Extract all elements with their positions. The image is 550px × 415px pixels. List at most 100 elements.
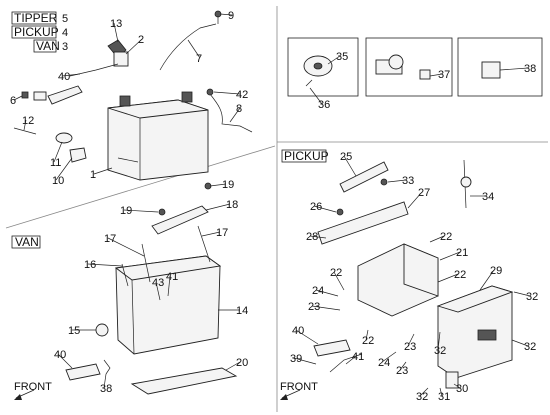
callout-31: 31: [438, 391, 450, 403]
van-label-box: [11, 235, 41, 249]
callout-16: 16: [84, 259, 96, 271]
battery: [107, 91, 209, 181]
bracket-27: [317, 201, 409, 245]
bracket-10: [69, 147, 87, 163]
callout-19-right: 19: [222, 179, 234, 191]
variant-legend: TIPPER PICKUP VAN 5 4 3: [11, 11, 68, 53]
callout-25: 25: [340, 151, 352, 163]
callout-37-leader: [429, 73, 443, 77]
callout-30-leader: [453, 383, 461, 389]
bracket-30: [445, 371, 459, 389]
callout-19-left: 19: [120, 205, 132, 217]
callout-32-d: 32: [416, 391, 428, 403]
callout-38-top: 38: [524, 63, 536, 75]
callout-30: 30: [456, 383, 468, 395]
callout-42-leader: [213, 91, 241, 95]
callout-7: 7: [196, 53, 202, 65]
callout-32-b-leader: [437, 331, 441, 351]
callout-37: 37: [438, 69, 450, 81]
callout-22-a: 22: [440, 231, 452, 243]
mat-20: [130, 367, 238, 395]
terminal-42: [206, 88, 214, 96]
rod-17-left: [141, 243, 151, 283]
callout-43: 43: [152, 277, 164, 289]
bolt-12: [13, 127, 37, 135]
callout-38-van-leader: [103, 373, 107, 389]
callout-8-leader: [229, 107, 241, 123]
callout-17-left-leader: [107, 237, 145, 257]
callout-24-a: 24: [312, 285, 324, 297]
callout-1: 1: [90, 169, 96, 181]
callout-11-leader: [53, 141, 63, 163]
callout-7-leader: [187, 39, 201, 59]
callout-40-van-leader: [57, 353, 73, 369]
section-pickup-label: PICKUP: [284, 149, 329, 163]
rod-17-right: [197, 225, 211, 263]
variant-van: VAN: [36, 39, 60, 53]
callout-10-leader: [55, 157, 73, 181]
callout-36-leader: [309, 87, 323, 105]
callout-14: 14: [236, 305, 248, 317]
callout-11: 11: [50, 157, 61, 169]
callout-19-left-leader: [123, 209, 159, 213]
callout-24-b: 24: [378, 357, 390, 369]
callout-24-a-leader: [315, 289, 339, 297]
nut-19a: [158, 208, 166, 216]
callout-32-a: 32: [526, 291, 538, 303]
variant-van-number: 3: [62, 41, 68, 53]
callout-41-van: 41: [166, 271, 178, 283]
callout-29-leader: [479, 269, 495, 291]
front-label-van: FRONT: [14, 381, 52, 393]
callout-15: 15: [68, 325, 80, 337]
washer-11: [55, 132, 73, 144]
variant-tipper: TIPPER: [14, 11, 58, 25]
callout-23-b-leader: [399, 361, 407, 371]
callout-26: 26: [310, 201, 322, 213]
callout-43-leader: [155, 281, 161, 301]
callout-31-leader: [439, 387, 443, 397]
callout-40-top-leader: [61, 73, 81, 77]
lead-8: [209, 93, 253, 133]
cable-7: [159, 23, 217, 71]
callout-40-pickup-leader: [295, 329, 319, 345]
callout-28: 28: [306, 231, 318, 243]
clamp-40: [47, 85, 83, 105]
section-van-label: VAN: [15, 235, 39, 249]
battery-cover-29: [436, 285, 514, 379]
callout-32-b: 32: [434, 345, 446, 357]
variant-pickup-number: 4: [62, 27, 68, 39]
relay-38: [481, 61, 501, 79]
callout-21-leader: [439, 251, 461, 261]
variant-tipper-number: 5: [62, 13, 68, 25]
callout-22-d: 22: [362, 335, 374, 347]
strap-25: [339, 161, 389, 193]
callout-29: 29: [490, 265, 502, 277]
callout-22-d-leader: [365, 329, 369, 341]
variant-pickup: PICKUP: [14, 25, 59, 39]
callout-41-pickup: 41: [352, 351, 364, 363]
callout-33-leader: [387, 179, 407, 183]
callout-39: 39: [290, 353, 302, 365]
callout-41-van-leader: [167, 275, 171, 297]
callout-17-right-leader: [201, 231, 221, 237]
bracket-18: [151, 205, 209, 235]
callout-22-c: 22: [454, 269, 466, 281]
callout-25-leader: [343, 155, 357, 177]
callout-38-van: 38: [100, 383, 112, 395]
callout-6: 6: [10, 95, 16, 107]
callout-40-top: 40: [58, 71, 70, 83]
callout-1-leader: [93, 167, 113, 175]
callout-42: 42: [236, 89, 248, 101]
battery-tray-21: [357, 243, 439, 317]
callout-38-top-leader: [499, 67, 529, 71]
callout-12: 12: [22, 115, 34, 127]
callout-23-c-leader: [407, 333, 415, 347]
callout-32-d-leader: [419, 387, 429, 397]
bolt-16: [121, 263, 129, 287]
callout-27: 27: [418, 187, 430, 199]
callout-21: 21: [456, 247, 468, 259]
callout-39-leader: [293, 357, 317, 365]
